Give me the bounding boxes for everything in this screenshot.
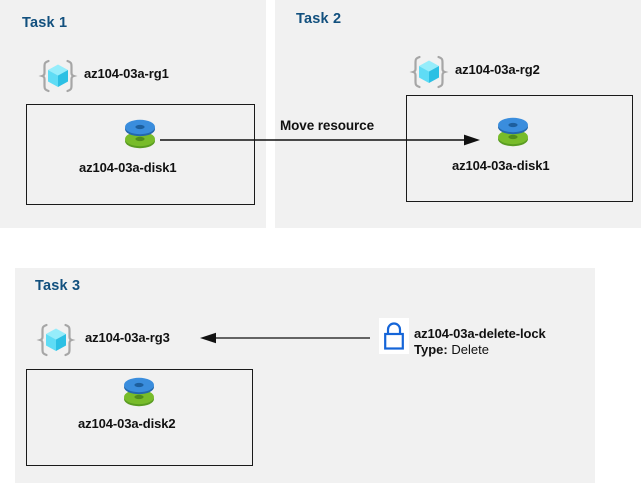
resource-group-icon — [36, 320, 76, 360]
arrow-move-resource — [160, 134, 480, 146]
resource-group-label: az104-03a-rg3 — [85, 330, 170, 345]
resource-label: az104-03a-disk1 — [79, 160, 177, 175]
managed-disk-icon — [491, 112, 535, 154]
resource-group-label: az104-03a-rg2 — [455, 62, 540, 77]
lock-type-key: Type: — [414, 342, 448, 357]
resource-label: az104-03a-disk2 — [78, 416, 176, 431]
managed-disk-icon — [118, 114, 162, 156]
resource-group-icon — [38, 56, 78, 96]
lock-icon — [379, 318, 409, 354]
arrow-label-move-resource: Move resource — [280, 118, 374, 133]
resource-group-label: az104-03a-rg1 — [84, 66, 169, 81]
resource-label: az104-03a-disk1 — [452, 158, 550, 173]
panel-title-task-1: Task 1 — [22, 15, 68, 31]
lock-type-value: Delete — [451, 342, 489, 357]
managed-disk-icon — [117, 372, 161, 414]
resource-group-icon — [409, 52, 449, 92]
lock-name-label: az104-03a-delete-lock — [414, 326, 546, 341]
arrow-lock-applies-to — [200, 332, 370, 344]
resource-container-task-2 — [406, 95, 633, 202]
panel-title-task-2: Task 2 — [296, 11, 342, 27]
panel-title-task-3: Task 3 — [35, 278, 81, 294]
lock-type-row: Type: Delete — [414, 342, 489, 357]
